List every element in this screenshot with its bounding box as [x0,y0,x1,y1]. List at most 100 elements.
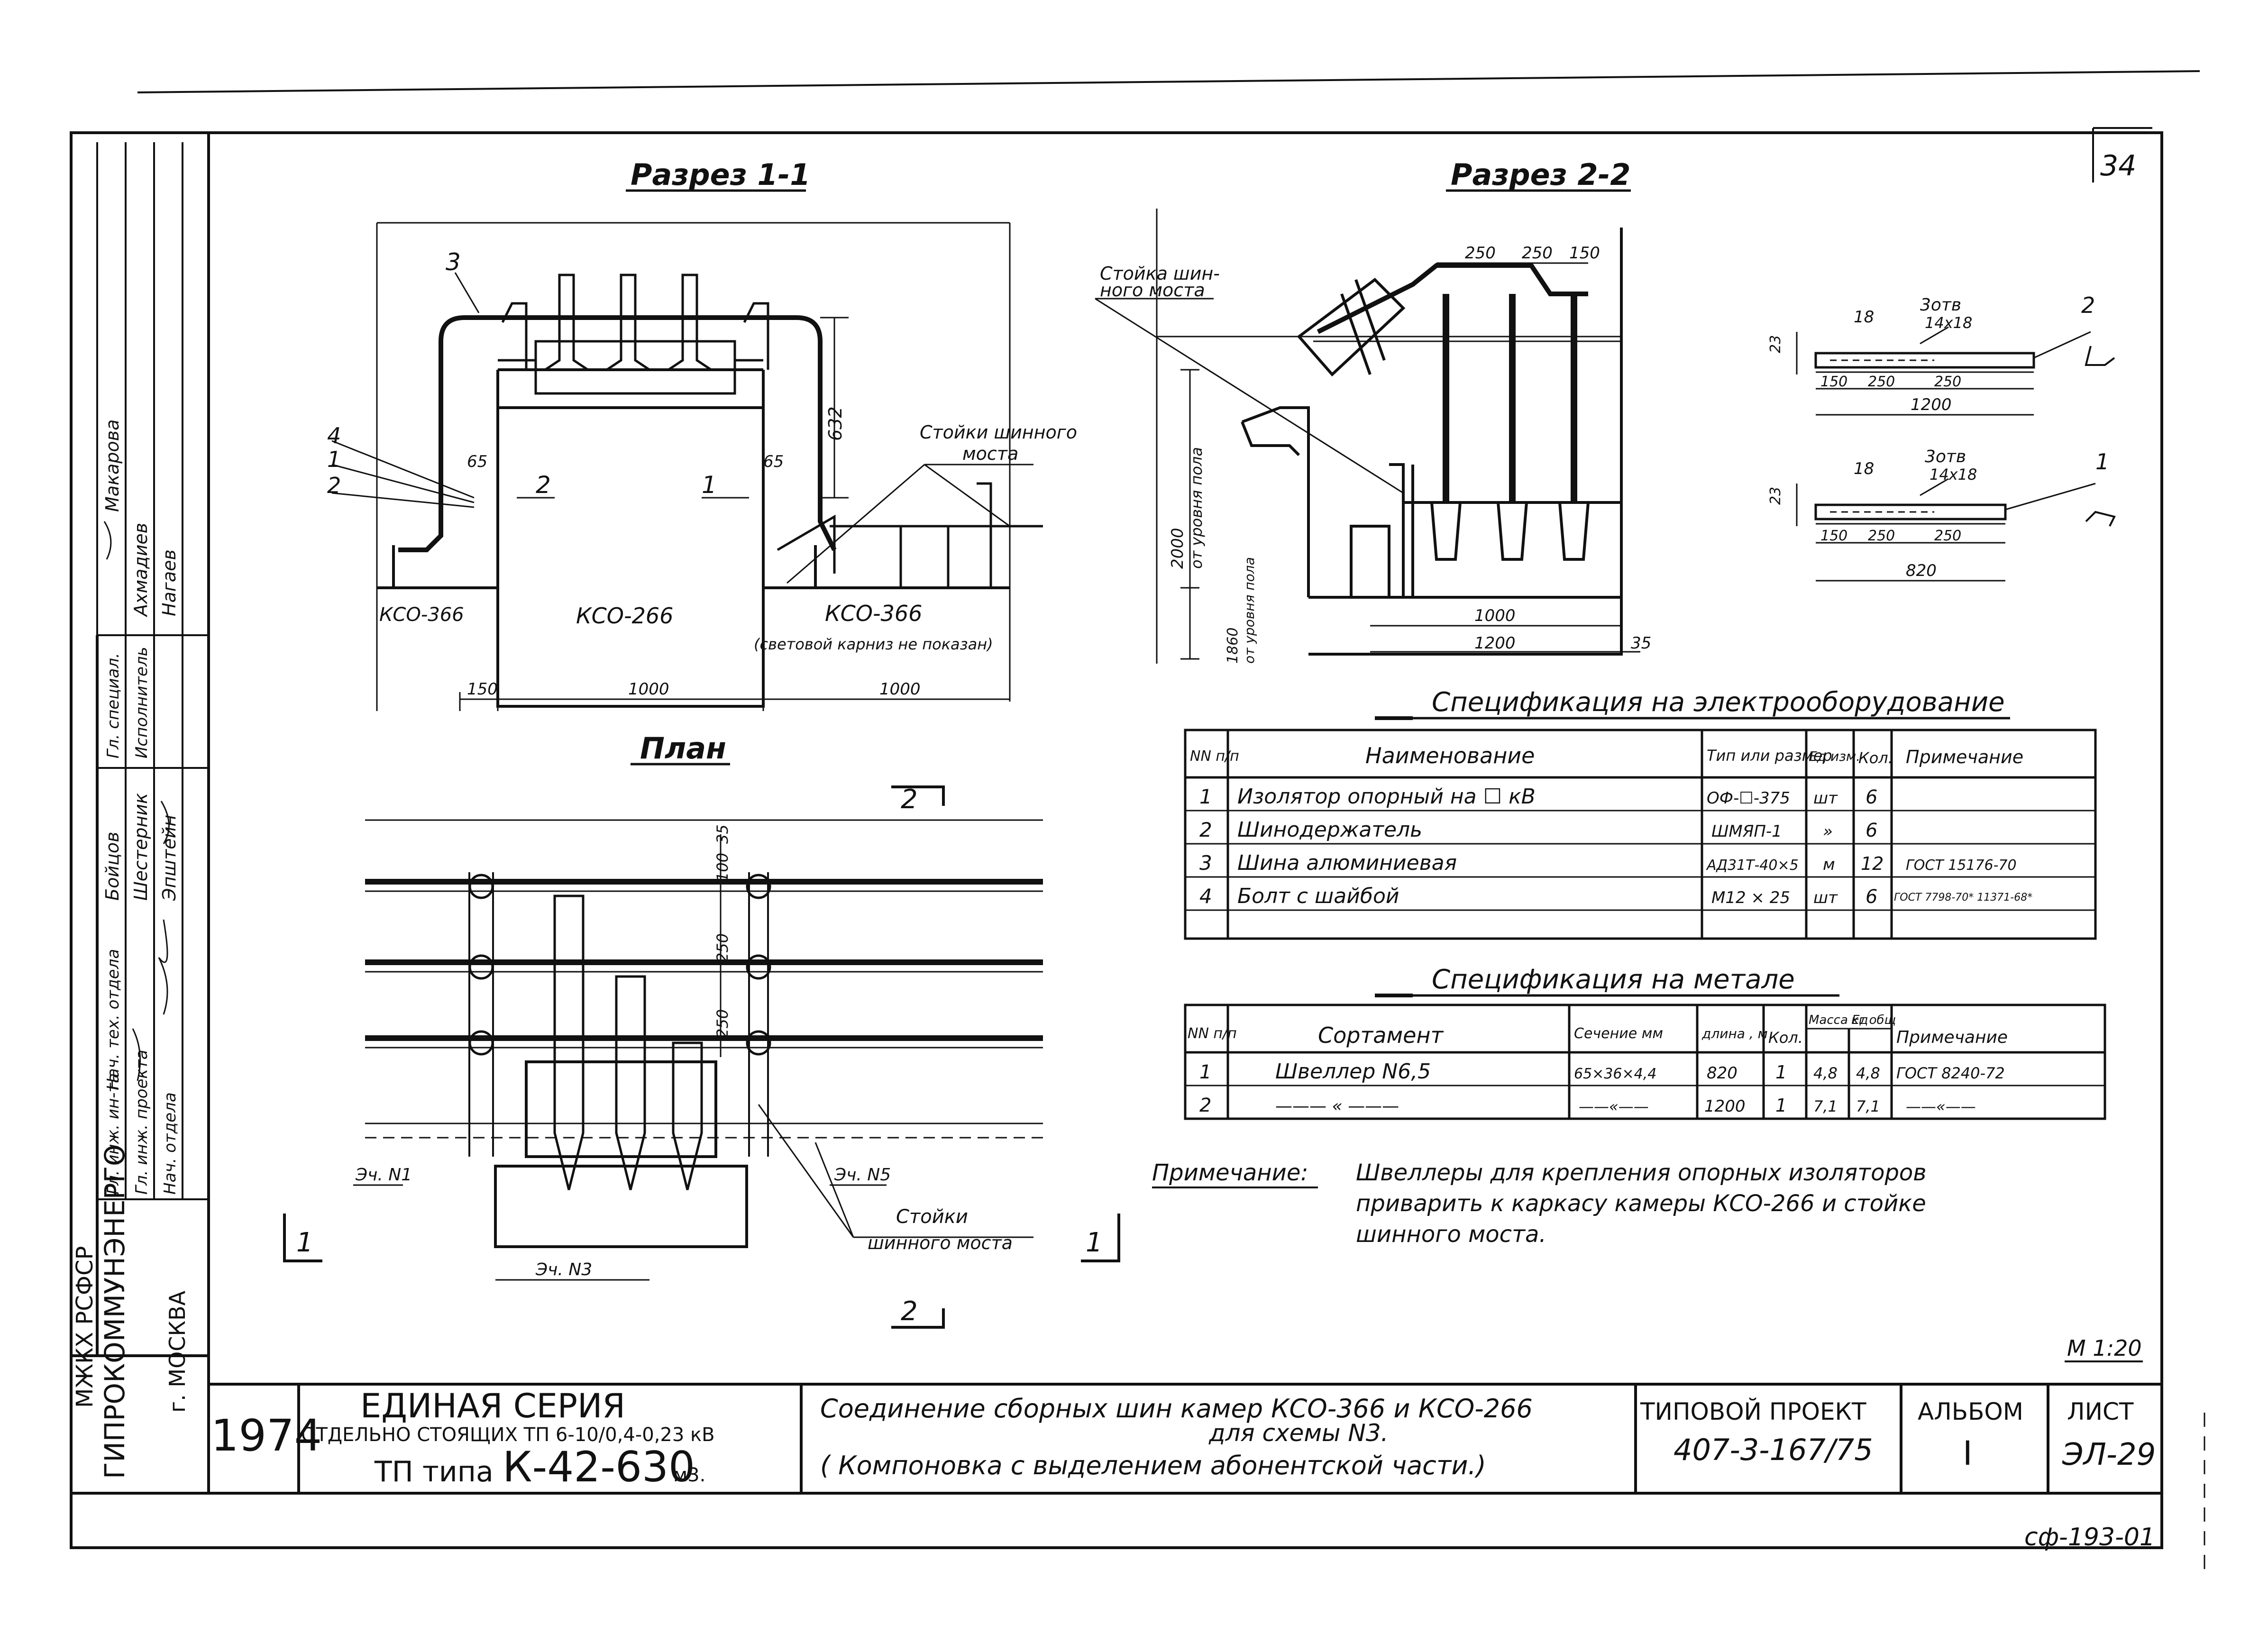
spec-metal-r2-c3: 1200 [1704,1097,1746,1116]
album-number: I [1963,1434,1973,1473]
spec-metal-h1: Сортамент [1318,1022,1444,1048]
spec-el-title: Спецификация на электрооборудование [1432,687,2005,718]
height-2000-2: от уровня пола [1188,447,1206,569]
section-1-1: Разрез 1-1 [327,157,1077,711]
spec-el-r2-c4: 6 [1866,820,1877,841]
mark-1: 1 [702,471,717,499]
desc-line-1: Соединение сборных шин камер КСО-366 и К… [820,1394,1533,1424]
spec-el-r4-c0: 4 [1199,885,1212,908]
spec-metal-r1-c7: ГОСТ 8240-72 [1896,1064,2005,1082]
height-2000-1: 2000 [1168,528,1187,569]
d1-callout: 2 [2081,292,2095,318]
role-5: Гл. специал. [104,653,123,758]
spec-metal-r2-c5: 7,1 [1813,1097,1838,1115]
spec-metal-r1-c1: Швеллер N6,5 [1275,1059,1431,1084]
desc-line-3: ( Компоновка с выделением абонентской ча… [820,1451,1486,1480]
d2-dim-18: 18 [1854,459,1874,478]
spec-el-r4-c1: Болт с шайбой [1237,884,1399,908]
stand-note-1: Стойка шин- [1100,263,1220,284]
spec-el-r3-c4: 12 [1861,853,1884,874]
city: г. МОСКВА [165,1290,190,1413]
spec-el-h2: Тип или размер [1707,747,1832,765]
series-line-3-type: К-42-630 [503,1442,695,1491]
spec-metal-h0: NN п/п [1188,1025,1237,1042]
spec-el-r1-c4: 6 [1866,786,1877,808]
spec-metal-title: Спецификация на метале [1432,964,1795,995]
desc-line-2: для схемы N3. [1208,1419,1389,1447]
name-2: Шестерник [130,793,151,901]
series-line-3-prefix: ТП типа [374,1455,494,1488]
spec-electrical: Спецификация на электрооборудование NN п… [1184,687,2097,940]
spec-metal-r1-c5: 4,8 [1813,1064,1838,1082]
dim-1000-b: 1000 [879,680,921,699]
spec-metal-h7: Примечание [1896,1028,2008,1047]
spec-metal-r2-c0: 2 [1199,1095,1211,1116]
dim-250-b: 250 [1522,244,1553,263]
part-1: Эч. N1 [355,1165,412,1185]
album-label: АЛЬБОМ [1918,1398,2023,1425]
plan-title: План [640,731,726,766]
sheet-frame [70,70,2205,1569]
spec-metal-h4: Кол. [1768,1029,1803,1047]
spec-el-h0: NN п/п [1190,748,1239,765]
d2-dim-150: 150 [1820,528,1847,544]
d1-total: 1200 [1911,395,1952,414]
cut-2-top: 2 [901,784,918,815]
spec-el-r1-c2: ОФ-☐-375 [1707,789,1790,808]
dim-250-a: 250 [1465,244,1496,263]
spec-el-r3-c0: 3 [1199,851,1212,875]
role-4: Нач. отдела [161,1092,180,1195]
spec-metal-h5: Масса Ед [1809,1013,1868,1027]
left-strip: МЖКХ РСФСР ГИПРОКОММУНЭНЕРГО г. МОСКВА Г… [72,142,209,1479]
spec-el-r2-c3: » [1823,822,1833,841]
spec-metal: Спецификация на метале NN п/п Сортамент … [1184,964,2106,1120]
series-line-3-suffix: м3. [673,1464,705,1486]
spec-metal-h3: длина , м [1701,1026,1768,1041]
spec-el-r4-c5: ГОСТ 7798-70* 11371-68* [1894,892,2032,904]
plan-stand-1: Стойки [896,1206,968,1228]
spec-el-r1-c3: шт [1813,789,1838,808]
dim-1000-a: 1000 [628,680,669,699]
kso-right: КСО-366 [825,601,922,626]
spec-el-r3-c2: АД31Т-40×5 [1706,857,1799,874]
d1-holes-1: 3отв [1920,295,1961,315]
spec-el-r4-c3: шт [1813,888,1838,907]
d2-holes-2: 14х18 [1930,465,1977,484]
dim-65-left: 65 [467,452,487,471]
detail-bottom: 18 3отв 14х18 1 23 150 250 250 820 [1767,447,2116,582]
section-1-title: Разрез 1-1 [631,157,810,192]
spec-metal-r2-c2: ——«—— [1579,1097,1649,1115]
d2-dim-23: 23 [1767,487,1784,505]
plan-stand-2: шинного моста [868,1232,1013,1253]
name-1: Бойцов [102,831,123,901]
spec-el-h4: Кол. [1858,749,1893,767]
year: 1974 [211,1410,322,1461]
role-1: Гл. инж. ин-та [104,1073,123,1195]
detail-top: 18 3отв 14х18 2 23 150 250 250 1200 [1767,292,2115,416]
section-2-title: Разрез 2-2 [1451,157,1630,192]
spec-el-r1-c0: 1 [1199,785,1212,808]
dim-632: 632 [825,406,846,441]
dim-1000: 1000 [1474,606,1516,625]
spec-metal-r1-c0: 1 [1199,1061,1211,1083]
section-2-2: Разрез 2-2 [1095,157,1651,664]
spec-el-h1: Наименование [1365,743,1535,768]
plan-dim-35: 35 [713,824,732,844]
d1-dim-150: 150 [1820,374,1847,390]
org-line-1: МЖКХ РСФСР [72,1246,98,1408]
spec-metal-h6: кг общ [1851,1013,1896,1027]
project-number: 407-3-167/75 [1674,1433,1873,1467]
cornice-note: (световой карниз не показан) [754,635,993,653]
name-4: Нагаев [159,549,180,616]
series-line-1: ЕДИНАЯ СЕРИЯ [360,1387,625,1425]
callout-1: 1 [327,447,341,472]
d1-dim-23: 23 [1767,335,1784,353]
spec-el-r4-c4: 6 [1866,886,1877,908]
plan-dim-250-b: 250 [713,1009,732,1038]
project-label: ТИПОВОЙ ПРОЕКТ [1640,1397,1866,1425]
note-line-1: Швеллеры для крепления опорных изоляторо… [1356,1159,1927,1186]
spec-metal-r1-c3: 820 [1707,1064,1738,1083]
d1-holes-2: 14х18 [1925,314,1972,332]
callout-2: 2 [327,473,341,498]
sheet-number: ЭЛ-29 [2062,1437,2156,1472]
